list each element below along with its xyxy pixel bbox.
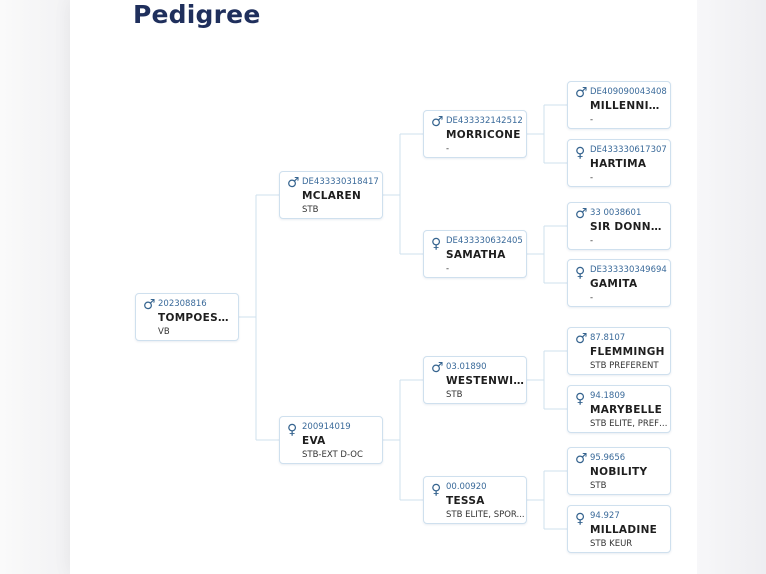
pedigree-card-dss[interactable]: ♂ 87.8107 FLEMMINGH STB PREFERENT [567, 327, 671, 375]
female-icon: ♀ [287, 422, 298, 438]
studbook: - [590, 173, 594, 183]
male-icon: ♂ [287, 175, 300, 191]
registration-number: DE433330318417 [302, 177, 379, 187]
registration-number: DE433330617307 [590, 145, 667, 155]
horse-name: TOMPOESH ... [158, 312, 236, 324]
horse-name: MILLADINE [590, 524, 658, 536]
registration-number: 00.00920 [446, 482, 487, 492]
page-title: Pedigree [133, 0, 261, 29]
studbook: - [590, 115, 594, 125]
pedigree-card-sds[interactable]: ♂ 33 0038601 SIR DONNER... - [567, 202, 671, 250]
horse-name: MORRICONE [446, 129, 521, 141]
pedigree-card-subject[interactable]: ♂ 202308816 TOMPOESH ... VB [135, 293, 239, 341]
horse-name: SIR DONNER... [590, 221, 668, 233]
studbook: - [590, 236, 594, 246]
horse-name: TESSA [446, 495, 485, 507]
male-icon: ♂ [431, 360, 444, 376]
horse-name: MILLENNIUM [590, 100, 668, 112]
registration-number: 03.01890 [446, 362, 487, 372]
pedigree-card-sire[interactable]: ♂ DE433330318417 MCLAREN STB [279, 171, 383, 219]
studbook: STB [446, 390, 463, 400]
pedigree-card-dsd[interactable]: ♀ 94.1809 MARYBELLE STB ELITE, PREFE... [567, 385, 671, 433]
studbook: STB PREFERENT [590, 361, 659, 371]
registration-number: DE409090043408 [590, 87, 667, 97]
pedigree-card-sdd[interactable]: ♀ DE333330349694 GAMITA - [567, 259, 671, 307]
studbook: VB [158, 327, 170, 337]
studbook: - [446, 144, 450, 154]
registration-number: DE333330349694 [590, 265, 667, 275]
pedigree-card-ssd[interactable]: ♀ DE433330617307 HARTIMA - [567, 139, 671, 187]
female-icon: ♀ [575, 265, 586, 281]
female-icon: ♀ [575, 391, 586, 407]
pedigree-card-sss[interactable]: ♂ DE409090043408 MILLENNIUM - [567, 81, 671, 129]
male-icon: ♂ [575, 451, 588, 467]
right-background [697, 0, 766, 574]
studbook: STB [590, 481, 607, 491]
studbook: STB-EXT D-OC [302, 450, 363, 460]
registration-number: 33 0038601 [590, 208, 642, 218]
pedigree-card-dam-dam[interactable]: ♀ 00.00920 TESSA STB ELITE, SPOR... [423, 476, 527, 524]
horse-name: GAMITA [590, 278, 638, 290]
female-icon: ♀ [575, 511, 586, 527]
registration-number: 87.8107 [590, 333, 626, 343]
left-background [0, 0, 70, 574]
pedigree-card-sire-dam[interactable]: ♀ DE433330632405 SAMATHA - [423, 230, 527, 278]
pedigree-card-dam[interactable]: ♀ 200914019 EVA STB-EXT D-OC [279, 416, 383, 464]
studbook: - [446, 264, 450, 274]
horse-name: MARYBELLE [590, 404, 663, 416]
studbook: STB ELITE, SPOR... [446, 510, 525, 520]
studbook: STB [302, 205, 319, 215]
registration-number: 95.9656 [590, 453, 626, 463]
registration-number: DE433332142512 [446, 116, 523, 126]
registration-number: 94.1809 [590, 391, 626, 401]
male-icon: ♂ [143, 297, 156, 313]
horse-name: SAMATHA [446, 249, 506, 261]
horse-name: HARTIMA [590, 158, 647, 170]
male-icon: ♂ [431, 114, 444, 130]
male-icon: ♂ [575, 85, 588, 101]
pedigree-card-dds[interactable]: ♂ 95.9656 NOBILITY STB [567, 447, 671, 495]
male-icon: ♂ [575, 206, 588, 222]
studbook: - [590, 293, 594, 303]
registration-number: 200914019 [302, 422, 351, 432]
horse-name: MCLAREN [302, 190, 362, 202]
registration-number: 94.927 [590, 511, 620, 521]
female-icon: ♀ [431, 236, 442, 252]
female-icon: ♀ [575, 145, 586, 161]
registration-number: 202308816 [158, 299, 207, 309]
male-icon: ♂ [575, 331, 588, 347]
studbook: STB KEUR [590, 539, 633, 549]
pedigree-card-sire-sire[interactable]: ♂ DE433332142512 MORRICONE - [423, 110, 527, 158]
studbook: STB ELITE, PREFE... [590, 419, 670, 429]
horse-name: FLEMMINGH [590, 346, 665, 358]
horse-name: NOBILITY [590, 466, 648, 478]
female-icon: ♀ [431, 482, 442, 498]
horse-name: EVA [302, 435, 326, 447]
horse-name: WESTENWIND [446, 375, 524, 387]
registration-number: DE433330632405 [446, 236, 523, 246]
pedigree-card-ddd[interactable]: ♀ 94.927 MILLADINE STB KEUR [567, 505, 671, 553]
pedigree-card-dam-sire[interactable]: ♂ 03.01890 WESTENWIND STB [423, 356, 527, 404]
